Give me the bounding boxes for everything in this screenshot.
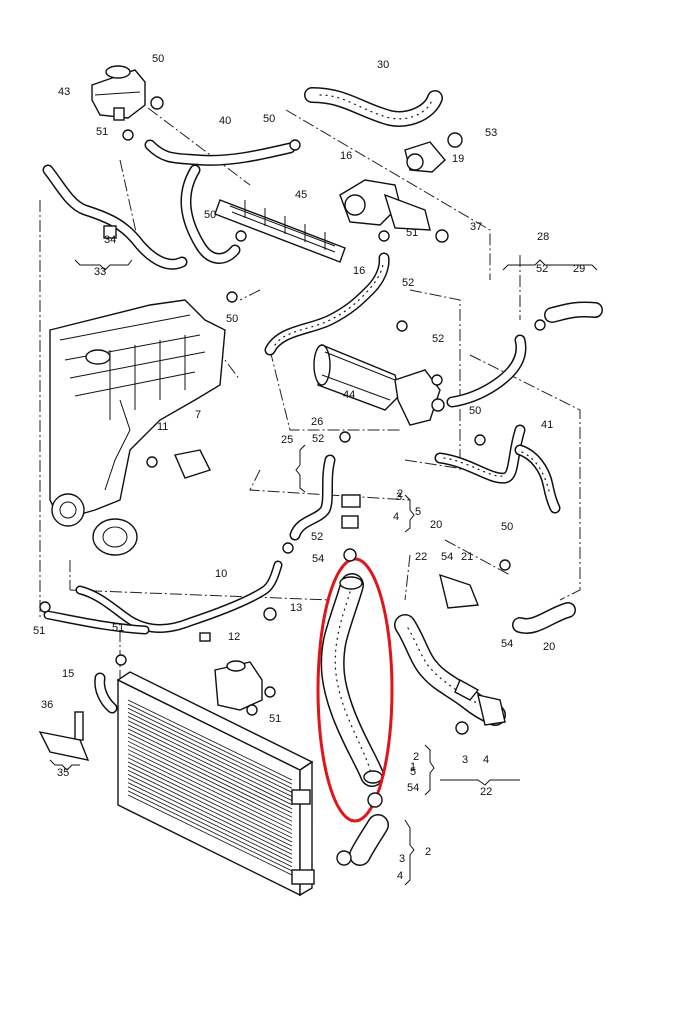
callout-54-c: 54 — [501, 638, 513, 650]
callout-54-d: 54 — [407, 782, 419, 794]
callout-22b: 22 — [480, 786, 492, 798]
callout-54-a: 54 — [312, 553, 324, 565]
radiator-fin — [127, 786, 293, 868]
callout-20: 20 — [430, 519, 442, 531]
callout-41: 41 — [541, 419, 553, 431]
washer-reservoir — [214, 660, 263, 711]
radiator-fins — [127, 699, 293, 876]
callout-19: 19 — [452, 153, 464, 165]
callout-2b: 2 — [425, 846, 431, 858]
callout-52-d: 52 — [312, 433, 324, 445]
radiator-fin — [127, 769, 293, 851]
callout-20b: 20 — [543, 641, 555, 653]
radiator-fin — [127, 712, 293, 793]
callout-5b: 5 — [410, 766, 416, 778]
callout-51-b: 51 — [406, 227, 418, 239]
radiator-fin — [127, 732, 293, 814]
callout-29: 29 — [573, 263, 585, 275]
callout-7: 7 — [195, 409, 201, 421]
thermostat-housing — [339, 141, 446, 231]
callout-25: 25 — [281, 434, 293, 446]
radiator-fin — [127, 699, 293, 781]
radiator-fin — [127, 757, 293, 839]
callout-54-b: 54 — [441, 551, 453, 563]
callout-30: 30 — [377, 59, 389, 71]
lower-radiator-hose — [320, 573, 384, 787]
callout-3: 3 — [396, 491, 402, 503]
radiator-fin — [127, 740, 293, 822]
radiator-fin — [127, 749, 293, 830]
callout-51-d: 51 — [112, 622, 124, 634]
callout-26: 26 — [311, 416, 323, 428]
callout-13: 13 — [290, 602, 302, 614]
radiator-fin — [127, 736, 293, 818]
callout-34: 34 — [104, 234, 116, 246]
callout-40: 40 — [219, 115, 231, 127]
oil-cooler — [313, 343, 441, 426]
radiator-fin — [127, 782, 293, 863]
radiator-fin — [127, 790, 293, 872]
callout-50-b: 50 — [263, 113, 275, 125]
callout-50-f: 50 — [501, 521, 513, 533]
callout-44: 44 — [343, 389, 355, 401]
callout-50-c: 50 — [204, 209, 216, 221]
radiator-fin — [127, 765, 293, 847]
callout-15: 15 — [62, 668, 74, 680]
radiator-fin — [127, 773, 293, 855]
engine-block — [49, 299, 226, 527]
radiator-fin — [127, 745, 293, 826]
callout-50-d: 50 — [226, 313, 238, 325]
heater-core — [214, 199, 346, 263]
callout-labels: 1 2 2 2 3 3 3 4 4 4 5 5 7 10 11 12 13 15… — [33, 53, 585, 882]
callout-51-c: 51 — [33, 625, 45, 637]
radiator-fin — [127, 794, 293, 876]
callout-12: 12 — [228, 631, 240, 643]
callout-52-b: 52 — [432, 333, 444, 345]
radiator-fin — [127, 761, 293, 843]
callout-2: 2 — [413, 751, 419, 763]
callout-1: 1 — [410, 761, 416, 773]
radiator-fin — [127, 778, 293, 859]
callout-52-e: 52 — [311, 531, 323, 543]
radiator-fin — [127, 720, 293, 802]
callout-51-a: 51 — [96, 126, 108, 138]
callout-4c: 4 — [397, 870, 403, 882]
callout-5: 5 — [415, 506, 421, 518]
callout-33: 33 — [94, 266, 106, 278]
radiator-fin — [127, 728, 293, 810]
callout-3b: 3 — [462, 754, 468, 766]
radiator-fin — [127, 716, 293, 797]
radiator-fin — [127, 707, 293, 789]
callout-53: 53 — [485, 127, 497, 139]
callout-28: 28 — [537, 231, 549, 243]
callout-52-c: 52 — [536, 263, 548, 275]
radiator — [116, 671, 315, 897]
fittings-and-clamps — [38, 96, 546, 866]
group-brackets — [49, 259, 598, 886]
callout-10: 10 — [215, 568, 227, 580]
callout-2c: 2 — [397, 488, 403, 500]
callout-16: 16 — [340, 150, 352, 162]
callout-4b: 4 — [483, 754, 489, 766]
callout-4: 4 — [393, 511, 399, 523]
callout-45: 45 — [295, 189, 307, 201]
callout-35: 35 — [57, 767, 69, 779]
expansion-tank — [91, 65, 146, 121]
callout-50-a: 50 — [152, 53, 164, 65]
callout-3c: 3 — [399, 853, 405, 865]
callout-50-e: 50 — [469, 405, 481, 417]
callout-21: 21 — [461, 551, 473, 563]
callout-36: 36 — [41, 699, 53, 711]
callout-51-e: 51 — [269, 713, 281, 725]
callout-22: 22 — [415, 551, 427, 563]
callout-11: 11 — [157, 421, 168, 433]
callout-52-a: 52 — [402, 277, 414, 289]
radiator-fin — [127, 703, 293, 785]
radiator-fin — [127, 724, 293, 806]
callout-37: 37 — [470, 221, 482, 233]
callout-16b: 16 — [353, 265, 365, 277]
callout-43: 43 — [58, 86, 70, 98]
radiator-fin — [127, 753, 293, 835]
